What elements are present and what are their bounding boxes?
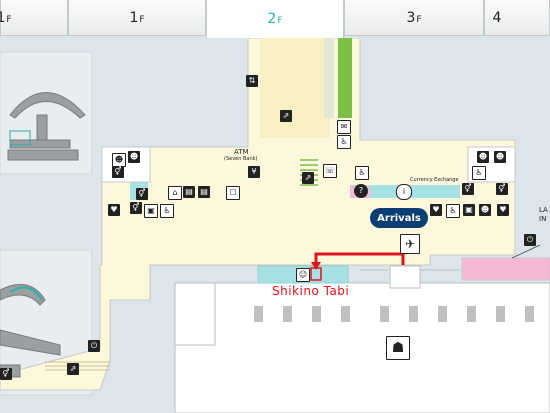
shop-icon: ▤ xyxy=(198,186,210,198)
floor-plan-drawing xyxy=(0,38,550,413)
wheelchair-icon: ♿ xyxy=(337,135,351,149)
help-icon[interactable]: ? xyxy=(354,184,368,198)
right-label-1: LA xyxy=(539,206,548,214)
plug-icon: ⏻ xyxy=(88,340,100,352)
nursing-icon: ☻ xyxy=(477,151,489,163)
toilet-icon: ⚥ xyxy=(462,183,474,195)
wheelchair-icon: ♿ xyxy=(160,204,174,218)
currency-exchange-label: Currency Exchange xyxy=(410,177,459,183)
tab-number: 1 xyxy=(129,9,139,26)
arrivals-badge[interactable]: Arrivals xyxy=(370,208,428,228)
baggage-icon: ▣ xyxy=(144,204,158,218)
tab-suffix: F xyxy=(6,14,12,25)
floor-map[interactable]: ⇅ ⇗ ✉ ♿ ☏ ⇗ ☻ ☻ ⚥ ⚥ ⚥ ♥ ▣ ♿ ATM (Seven B… xyxy=(0,38,550,413)
plug-icon: ⏻ xyxy=(524,234,536,246)
aed-icon: ♥ xyxy=(108,204,120,216)
nursing-icon: ☻ xyxy=(479,204,491,216)
floor-tab-4f-partial[interactable]: 4 xyxy=(484,0,550,36)
wheelchair-icon: ♿ xyxy=(446,204,460,218)
aed-icon: ♥ xyxy=(497,204,509,216)
toilet-icon: ⚥ xyxy=(496,183,508,195)
escalator-icon[interactable]: ⇗ xyxy=(67,363,79,375)
hanger-icon: ⌂ xyxy=(168,186,182,200)
tab-number: 4 xyxy=(492,9,502,26)
tab-suffix: F xyxy=(139,14,145,25)
nursing-icon: ☻ xyxy=(128,151,140,163)
atm-sub-label: (Seven Bank) xyxy=(224,156,258,162)
nursing-icon: ☻ xyxy=(494,151,506,163)
information-icon[interactable]: i xyxy=(396,184,412,200)
phone-icon: ☏ xyxy=(323,164,337,178)
atm-icon[interactable]: ¥ xyxy=(248,166,260,178)
shop-icon[interactable]: ☺ xyxy=(296,268,310,282)
elevator-icon[interactable]: ⇅ xyxy=(246,75,258,87)
tab-suffix: F xyxy=(277,16,283,26)
tab-number: 3 xyxy=(406,9,416,26)
toilet-icon: ⚥ xyxy=(112,166,124,178)
right-label-2: IN xyxy=(539,215,547,223)
toilet-icon: ⚥ xyxy=(0,368,12,380)
aed-icon: ♥ xyxy=(430,204,442,216)
atm-label: ATM xyxy=(234,148,249,156)
escalator-icon[interactable]: ⇗ xyxy=(302,172,314,184)
security-guard-icon: ☗ xyxy=(386,336,410,360)
nursing-icon: ☻ xyxy=(112,153,126,167)
toilet-icon: ⚥ xyxy=(136,188,148,200)
tab-number: 2 xyxy=(267,11,277,27)
tab-suffix: F xyxy=(416,14,422,25)
baggage-icon: ▣ xyxy=(463,204,475,216)
mail-icon: ✉ xyxy=(337,120,351,134)
shop-name-label: Shikino Tabi xyxy=(272,284,350,298)
escalator-icon[interactable]: ⇗ xyxy=(280,110,292,122)
toilet-icon: ⚥ xyxy=(130,202,142,214)
tab-number: 1 xyxy=(0,9,6,26)
wheelchair-icon: ♿ xyxy=(472,166,486,180)
phone-icon: ☐ xyxy=(226,186,240,200)
arrival-plane-icon: ✈ xyxy=(400,234,420,254)
shop-icon: ▤ xyxy=(183,186,195,198)
wheelchair-icon: ♿ xyxy=(355,166,369,180)
